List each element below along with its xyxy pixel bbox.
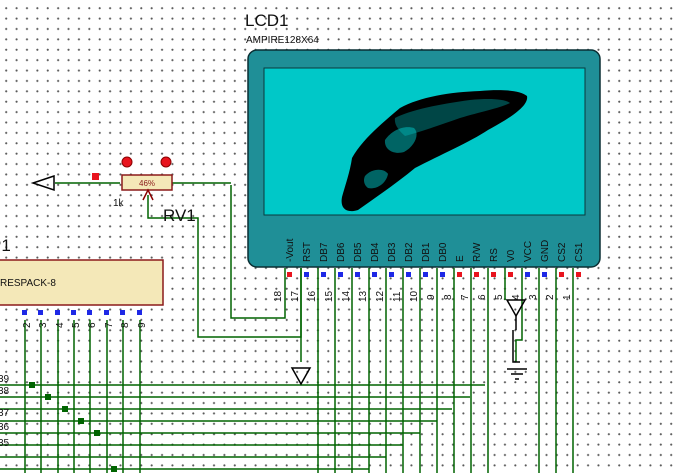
pin-name-label: DB3 — [387, 242, 398, 262]
ground-symbols — [290, 299, 527, 386]
pin-number: 6 — [477, 294, 488, 300]
respack-model-label: RESPACK-8 — [0, 278, 56, 289]
pin-number: 8 — [443, 294, 454, 300]
pin-number: 15 — [324, 290, 335, 302]
pot-value-label: 1k — [113, 198, 125, 209]
lcd-component[interactable]: -Vout RST DB7 DB6 DB5 DB4 DB3 DB2 DB1 DB… — [247, 49, 601, 268]
pin-number: 7 — [460, 294, 471, 300]
arrow-left-icon — [30, 174, 55, 192]
pin-number: 1 — [562, 294, 573, 300]
pin-number: 4 — [511, 294, 522, 300]
pin-name-label: DB0 — [438, 242, 449, 262]
net-labels: 39 38 37 36 35 — [0, 374, 10, 449]
pin-number: 4 — [55, 322, 66, 328]
pin-name-label: GND — [540, 240, 551, 262]
pin-number: 10 — [409, 290, 420, 302]
pin-number: 17 — [290, 290, 301, 302]
pin-name-label: DB1 — [421, 242, 432, 262]
pin-number: 5 — [71, 322, 82, 328]
ground-arrow-icon — [290, 367, 312, 386]
pin-name-label: V0 — [506, 249, 517, 262]
lcd-pin-labels: -Vout RST DB7 DB6 DB5 DB4 DB3 DB2 DB1 DB… — [285, 238, 585, 262]
pin-name-label: DB2 — [404, 242, 415, 262]
ground-icon — [512, 330, 520, 363]
pot-percent-label: 46% — [139, 179, 155, 188]
pin-number: 9 — [137, 322, 148, 328]
net-label: 37 — [0, 408, 10, 419]
net-label: 35 — [0, 438, 10, 449]
pin-number: 7 — [104, 322, 115, 328]
pin-number: 3 — [528, 294, 539, 300]
pot-increment-button[interactable] — [160, 156, 172, 168]
junction-dots — [29, 382, 117, 472]
pot-reference-label[interactable]: RV1 — [163, 206, 196, 225]
pot-decrement-button[interactable] — [121, 156, 133, 168]
pin-name-label: R/W — [472, 242, 483, 262]
respack-component[interactable]: P1 RESPACK-8 2 3 4 5 6 7 8 9 — [0, 236, 164, 328]
pin-name-label: E — [455, 255, 466, 262]
ground-arrow-icon — [505, 299, 527, 318]
pin-name-label: CS1 — [574, 242, 585, 262]
pin-number: 3 — [38, 322, 49, 328]
pin-name-label: DB7 — [319, 242, 330, 262]
respack-reference-label[interactable]: P1 — [0, 236, 11, 255]
pin-number: 13 — [358, 290, 369, 302]
pin-name-label: VCC — [523, 241, 534, 262]
net-label: 38 — [0, 386, 10, 397]
pin-name-label: DB6 — [336, 242, 347, 262]
pin-name-label: DB4 — [370, 242, 381, 262]
pin-number: 16 — [307, 290, 318, 302]
potentiometer-rv1[interactable]: 46% 1k RV1 — [30, 156, 196, 225]
pin-number: 5 — [494, 294, 505, 300]
pin-number: 11 — [392, 291, 403, 302]
lcd-model-label[interactable]: AMPIRE128X64 — [246, 35, 319, 46]
pin-number: 9 — [426, 294, 437, 300]
lcd-reference-label[interactable]: LCD1 — [245, 11, 288, 30]
respack-pin-numbers: 2 3 4 5 6 7 8 9 — [22, 322, 148, 328]
pin-name-label: RS — [489, 248, 500, 262]
pot-wiper-icon — [142, 188, 154, 201]
pin-number: 8 — [120, 322, 131, 328]
lcd-pin-numbers: 18 17 16 15 14 13 12 11 10 9 8 7 6 5 4 3… — [273, 290, 573, 302]
pin-number: 12 — [375, 290, 386, 302]
wires[interactable] — [0, 182, 574, 473]
pin-name-label: -Vout — [285, 238, 296, 262]
pin-name-label: CS2 — [557, 242, 568, 262]
respack-pin-markers — [22, 310, 142, 315]
pin-number: 6 — [87, 322, 98, 328]
lcd-graphic — [341, 90, 528, 212]
respack-body — [0, 259, 164, 306]
pin-name-label: DB5 — [353, 242, 364, 262]
pin-number: 18 — [273, 290, 284, 302]
lcd-pins — [287, 272, 581, 277]
net-label: 36 — [0, 422, 10, 433]
pin-name-label: RST — [302, 242, 313, 262]
net-label: 39 — [0, 374, 10, 385]
pin-number: 14 — [341, 290, 352, 302]
pin-number: 2 — [22, 322, 33, 328]
pin-number: 2 — [545, 294, 556, 300]
